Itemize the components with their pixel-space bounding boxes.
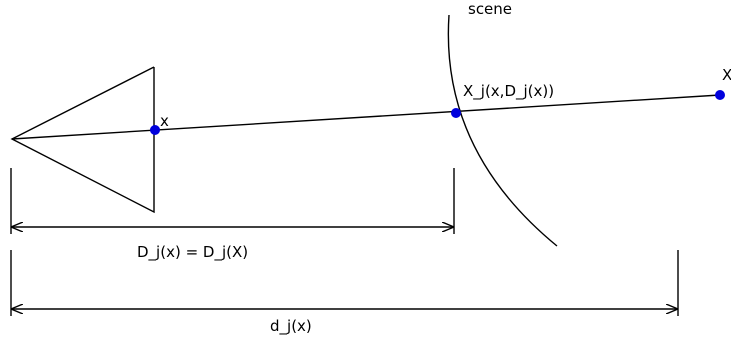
pixel-point-x — [150, 125, 160, 135]
scene-surface-curve — [447, 14, 558, 247]
viewing-ray — [11, 94, 721, 140]
far-point-X — [715, 90, 725, 100]
scene-intersection-point — [451, 108, 461, 118]
depth-measure-label: D_j(x) = D_j(X) — [137, 243, 248, 262]
far-point-label: X — [722, 66, 731, 84]
scene-label: scene — [468, 0, 512, 18]
distance-measure-label: d_j(x) — [270, 317, 312, 336]
scene-point-label: X_j(x,D_j(x)) — [463, 82, 554, 101]
pixel-point-label: x — [160, 112, 169, 130]
camera-frustum — [10, 66, 155, 214]
